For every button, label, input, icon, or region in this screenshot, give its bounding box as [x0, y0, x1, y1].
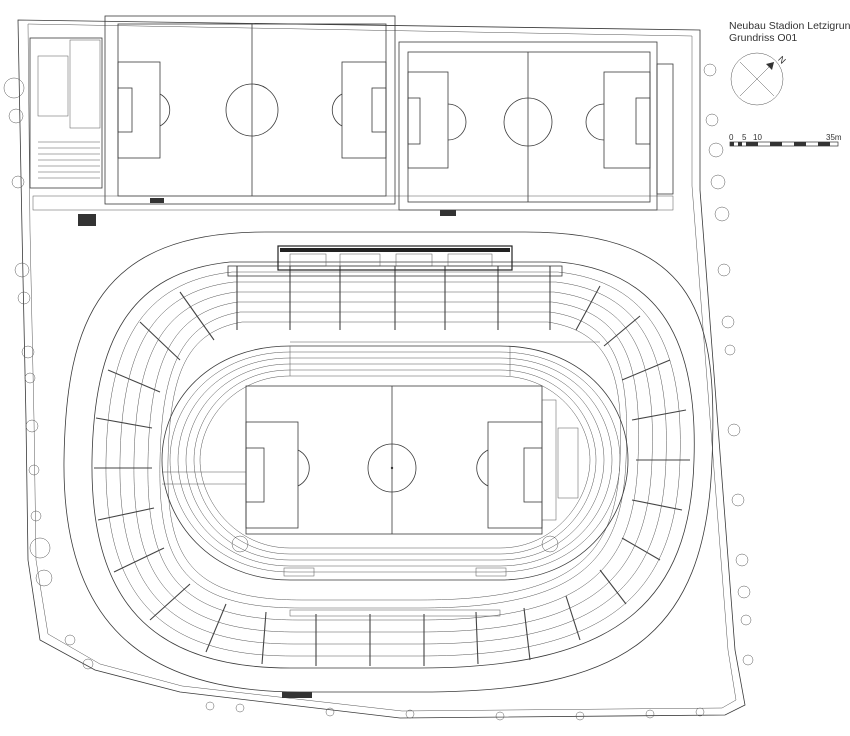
stand-outer-line	[91, 261, 695, 669]
stand-rows	[105, 271, 681, 657]
north-arrow-icon	[730, 52, 784, 106]
tree-row	[3, 63, 754, 721]
field-infield-marks	[162, 399, 579, 617]
scale-bar	[729, 141, 839, 147]
access-road	[32, 195, 674, 211]
site-boundary	[17, 19, 746, 719]
plan-subtitle: Grundriss O01	[729, 32, 797, 44]
scale-tick-5: 5	[742, 133, 747, 142]
scale-tick-0: 0	[729, 133, 734, 142]
service-structure	[656, 63, 674, 195]
main-stand-concourse	[227, 265, 563, 277]
track-outer	[161, 345, 629, 581]
scale-end-label: 35m	[826, 133, 842, 142]
stadium-roof-edge	[63, 231, 714, 693]
main-pitch	[245, 385, 543, 535]
training-building	[29, 37, 103, 189]
stand-aisles	[94, 266, 690, 666]
scale-tick-10: 10	[753, 133, 762, 142]
plan-title: Neubau Stadion Letzigrund	[729, 20, 850, 32]
training-pitch-1	[104, 15, 396, 205]
north-label: N	[776, 54, 788, 66]
sprint-straight	[289, 341, 600, 376]
training-pitch-2	[398, 41, 658, 211]
track-lanes	[169, 351, 621, 573]
entrance-gates	[78, 198, 456, 698]
